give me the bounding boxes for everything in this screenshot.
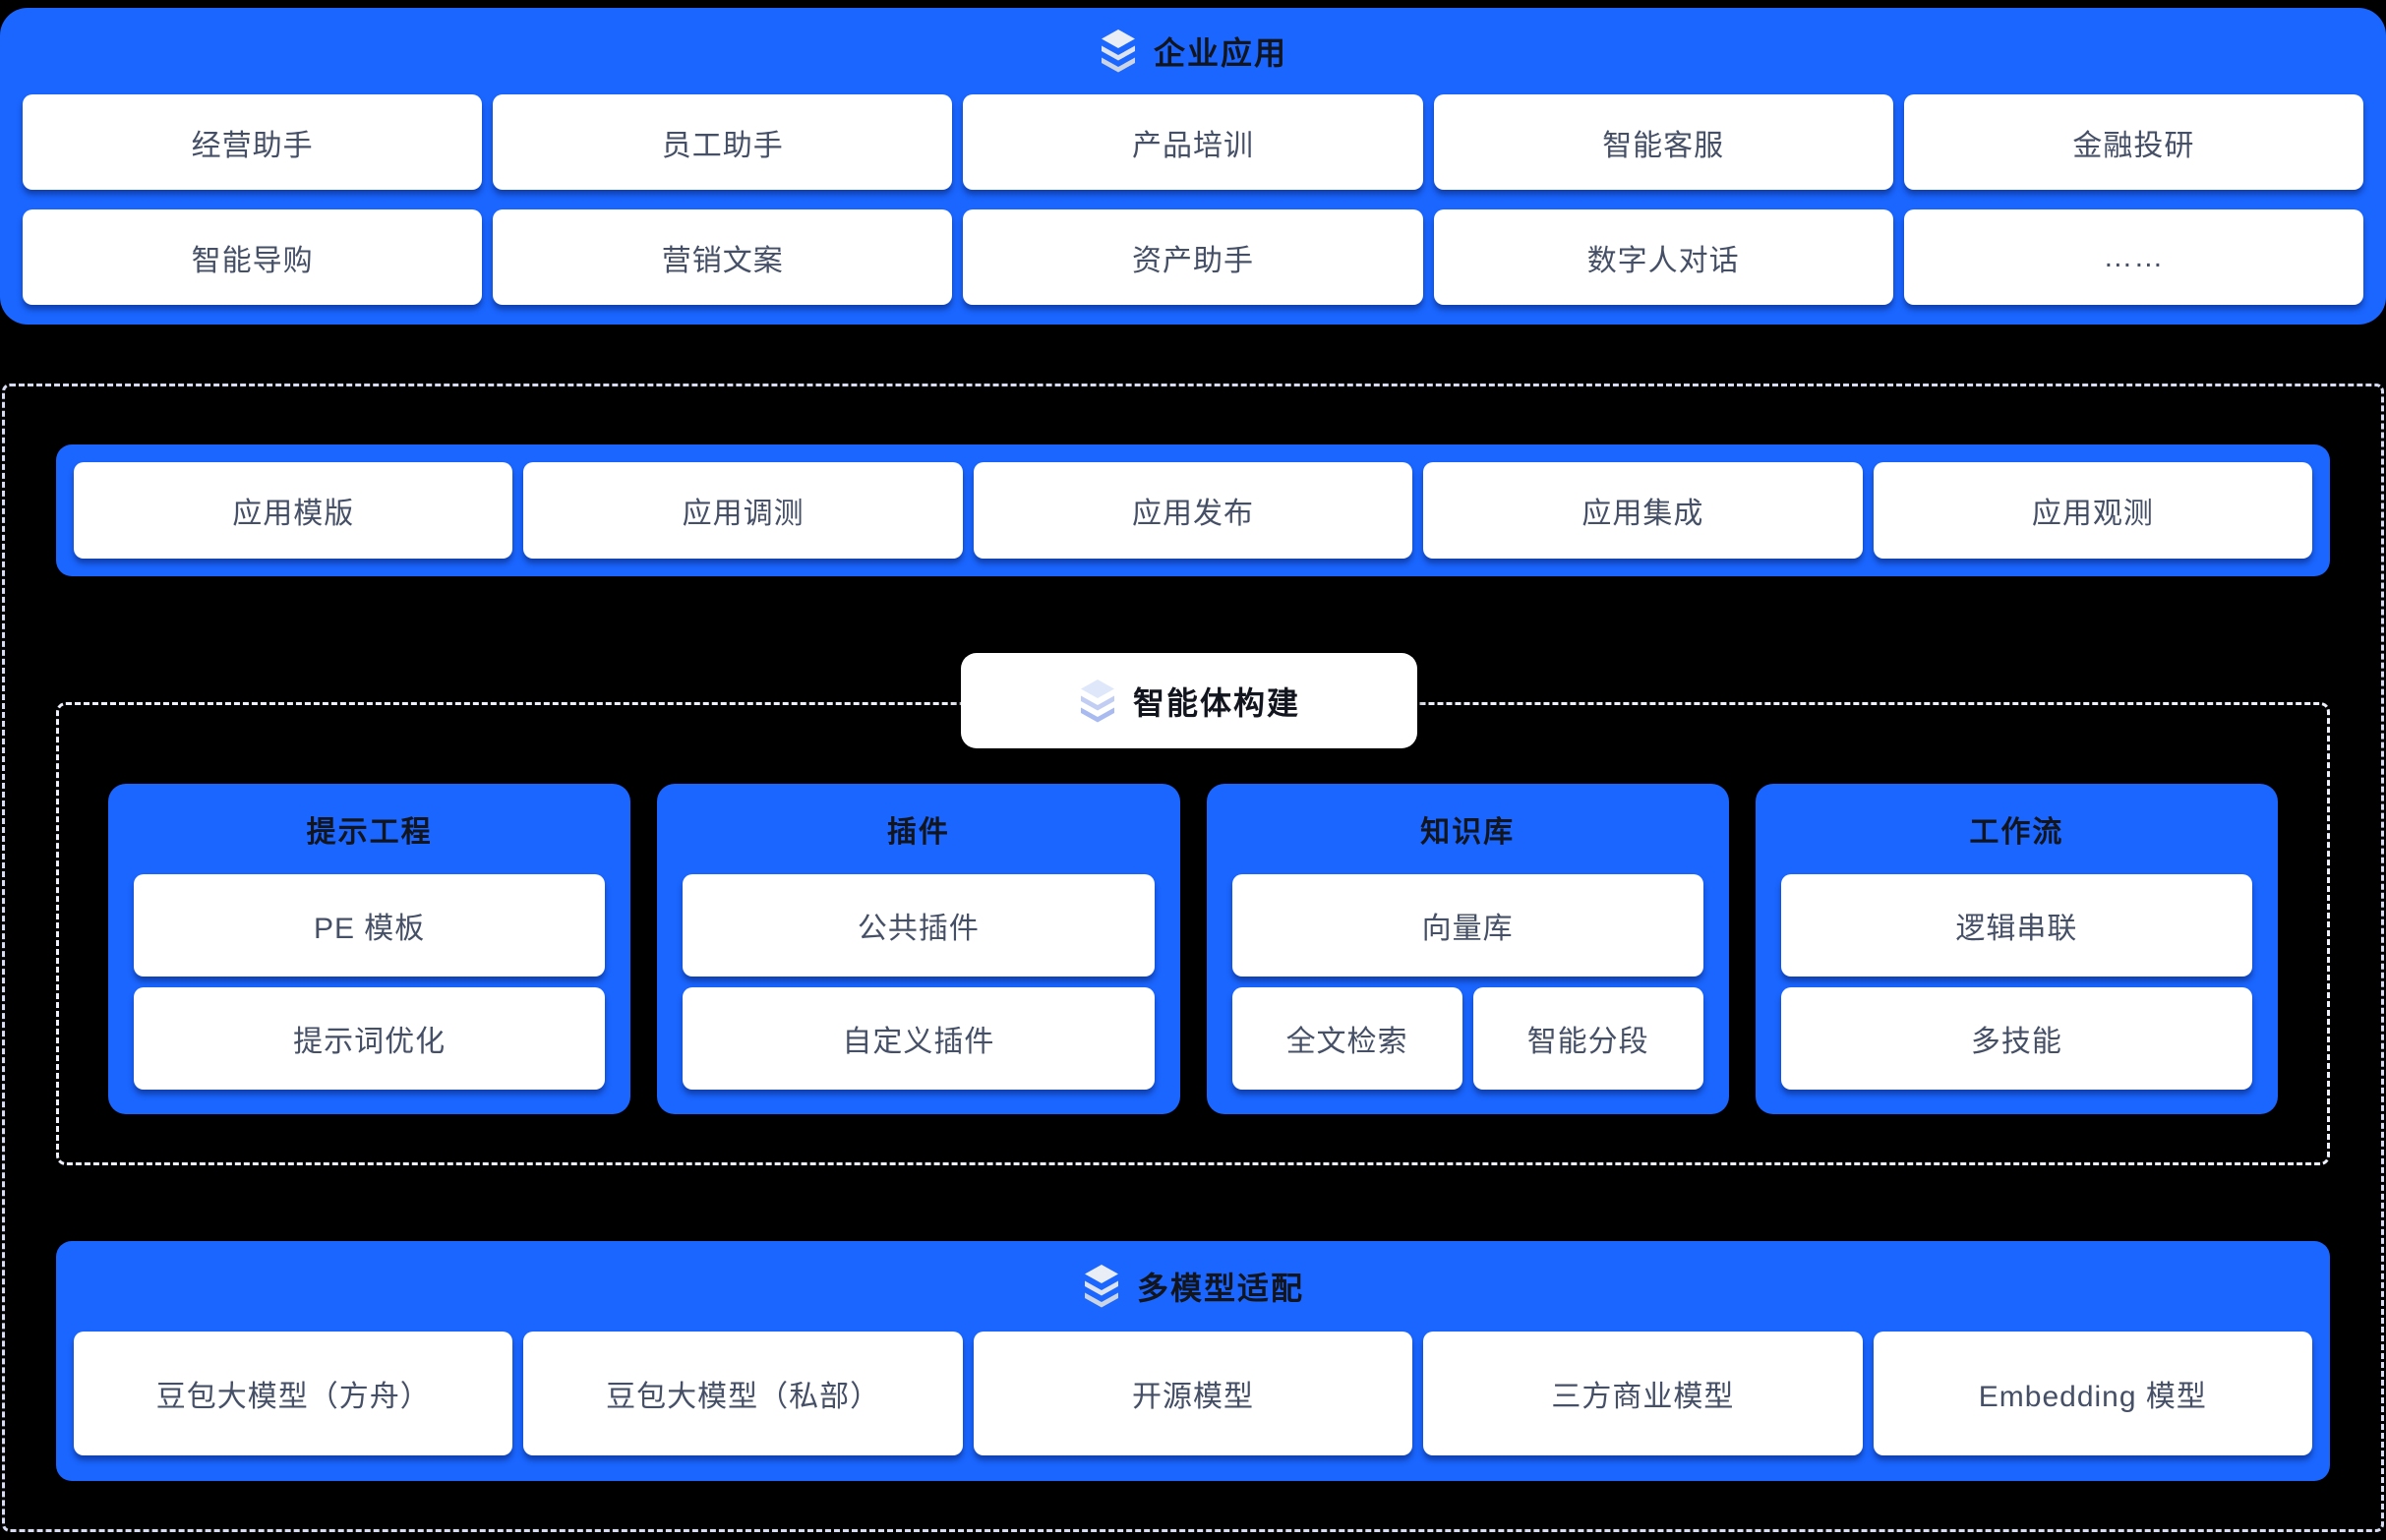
app-box: 金融投研 bbox=[1903, 94, 2363, 190]
app-box: 数字人对话 bbox=[1433, 209, 1893, 305]
card-item: 逻辑串联 bbox=[1780, 874, 2252, 977]
card-item-split-row: 全文检索 智能分段 bbox=[1231, 987, 1703, 1100]
card-item: 公共插件 bbox=[683, 874, 1155, 977]
app-box: 智能导购 bbox=[23, 209, 483, 305]
app-box: 产品培训 bbox=[963, 94, 1423, 190]
toolbar-box: 应用调测 bbox=[523, 462, 963, 559]
app-box: 智能客服 bbox=[1433, 94, 1893, 190]
card-item: 全文检索 bbox=[1231, 987, 1462, 1090]
model-box: 豆包大模型（方舟） bbox=[74, 1332, 513, 1455]
agent-cards-row: 提示工程 PE 模板 提示词优化 插件 公共插件 自定义插件 知识库 向量库 全… bbox=[108, 784, 2278, 1114]
layers-icon bbox=[1099, 29, 1138, 74]
toolbar-box: 应用集成 bbox=[1423, 462, 1863, 559]
app-box: 营销文案 bbox=[493, 209, 953, 305]
app-box: 员工助手 bbox=[493, 94, 953, 190]
model-adaptation-section: 多模型适配 豆包大模型（方舟） 豆包大模型（私部） 开源模型 三方商业模型 Em… bbox=[56, 1241, 2330, 1481]
agent-building-title: 智能体构建 bbox=[1132, 684, 1300, 721]
toolbar-box: 应用观测 bbox=[1873, 462, 2313, 559]
platform-dashed-boundary bbox=[2, 384, 2384, 1532]
model-box: 豆包大模型（私部） bbox=[523, 1332, 963, 1455]
card-title: 工作流 bbox=[1969, 816, 2064, 849]
card-title: 提示工程 bbox=[306, 816, 433, 849]
model-boxes-row: 豆包大模型（方舟） 豆包大模型（私部） 开源模型 三方商业模型 Embeddin… bbox=[74, 1332, 2313, 1455]
toolbar-box: 应用发布 bbox=[973, 462, 1413, 559]
model-box: Embedding 模型 bbox=[1873, 1332, 2313, 1455]
card-item: 自定义插件 bbox=[683, 987, 1155, 1090]
app-toolbar: 应用模版 应用调测 应用发布 应用集成 应用观测 bbox=[56, 444, 2330, 576]
card-item: 提示词优化 bbox=[134, 987, 606, 1090]
model-box: 三方商业模型 bbox=[1423, 1332, 1863, 1455]
card-item: 智能分段 bbox=[1472, 987, 1703, 1090]
card-prompt-engineering: 提示工程 PE 模板 提示词优化 bbox=[108, 784, 631, 1114]
model-adaptation-title: 多模型适配 bbox=[1136, 1271, 1304, 1306]
enterprise-apps-title: 企业应用 bbox=[1153, 35, 1287, 71]
card-title: 知识库 bbox=[1420, 816, 1516, 849]
model-box: 开源模型 bbox=[973, 1332, 1413, 1455]
enterprise-apps-section: 企业应用 经营助手 员工助手 产品培训 智能客服 金融投研 智能导购 营销文案 … bbox=[0, 8, 2386, 325]
layers-icon bbox=[1082, 1264, 1121, 1309]
model-adaptation-header: 多模型适配 bbox=[74, 1241, 2312, 1332]
app-box: 资产助手 bbox=[963, 209, 1423, 305]
enterprise-apps-grid: 经营助手 员工助手 产品培训 智能客服 金融投研 智能导购 营销文案 资产助手 … bbox=[23, 94, 2363, 305]
enterprise-apps-header: 企业应用 bbox=[23, 8, 2363, 94]
card-title: 插件 bbox=[886, 816, 950, 849]
app-box: 经营助手 bbox=[23, 94, 483, 190]
agent-building-title-box: 智能体构建 bbox=[961, 653, 1417, 748]
layers-icon bbox=[1078, 679, 1117, 724]
app-box-ellipsis: …… bbox=[1903, 209, 2363, 305]
card-item: 向量库 bbox=[1231, 874, 1703, 977]
card-workflow: 工作流 逻辑串联 多技能 bbox=[1755, 784, 2278, 1114]
card-plugins: 插件 公共插件 自定义插件 bbox=[657, 784, 1180, 1114]
toolbar-box: 应用模版 bbox=[74, 462, 513, 559]
card-item: 多技能 bbox=[1780, 987, 2252, 1090]
card-item: PE 模板 bbox=[134, 874, 606, 977]
card-knowledge-base: 知识库 向量库 全文检索 智能分段 bbox=[1206, 784, 1729, 1114]
